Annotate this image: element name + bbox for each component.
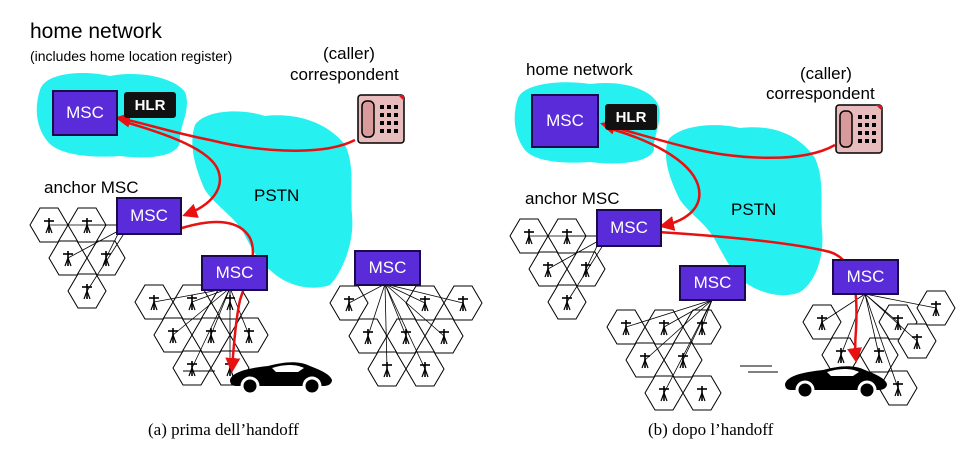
hlr-badge-a: HLR: [124, 92, 176, 118]
hlr-badge-b: HLR: [605, 104, 657, 130]
msc-home-b: MSC: [531, 94, 599, 148]
caption-b: (b) dopo l’handoff: [648, 420, 774, 439]
pstn-label-b: PSTN: [731, 200, 777, 219]
anchor-msc-label-b: anchor MSC: [525, 189, 620, 208]
caller-label-b: (caller): [800, 64, 852, 83]
msc-middle-b: MSC: [679, 265, 746, 301]
cells-anchor-b: [509, 218, 606, 320]
caption-a: (a) prima dell’handoff: [148, 420, 299, 439]
panel-a: [29, 72, 483, 396]
home-network-title-a: home network: [30, 20, 162, 43]
msc-right-a: MSC: [354, 250, 421, 286]
pstn-cloud-b: [665, 125, 823, 296]
msc-visited-a: MSC: [201, 255, 268, 291]
pstn-label-a: PSTN: [254, 186, 300, 205]
cell-links-right-a: [348, 283, 464, 370]
telephone-icon-a: [357, 94, 405, 144]
correspondent-label-a: correspondent: [290, 65, 399, 84]
cell-links-anchor-a: [49, 224, 126, 292]
home-network-title-b: home network: [526, 60, 633, 79]
cells-anchor-a: [29, 207, 126, 309]
msc-right-b: MSC: [832, 259, 899, 295]
cell-links-right-b: [821, 293, 937, 389]
cell-links-middle-b: [625, 299, 713, 394]
msc-home-a: MSC: [52, 90, 118, 136]
anchor-msc-label-a: anchor MSC: [44, 178, 139, 197]
msc-anchor-a: MSC: [116, 197, 182, 235]
cell-links-anchor-b: [529, 235, 606, 303]
pstn-cloud-a: [192, 111, 353, 288]
msc-anchor-b: MSC: [596, 209, 662, 247]
car-icon-a: [230, 362, 332, 396]
car-icon-b: [785, 366, 887, 400]
home-network-note-a: (includes home location register): [30, 48, 233, 64]
panel-b: [509, 82, 956, 411]
caller-label-a: (caller): [323, 44, 375, 63]
telephone-icon-b: [835, 104, 883, 154]
correspondent-label-b: correspondent: [766, 84, 875, 103]
